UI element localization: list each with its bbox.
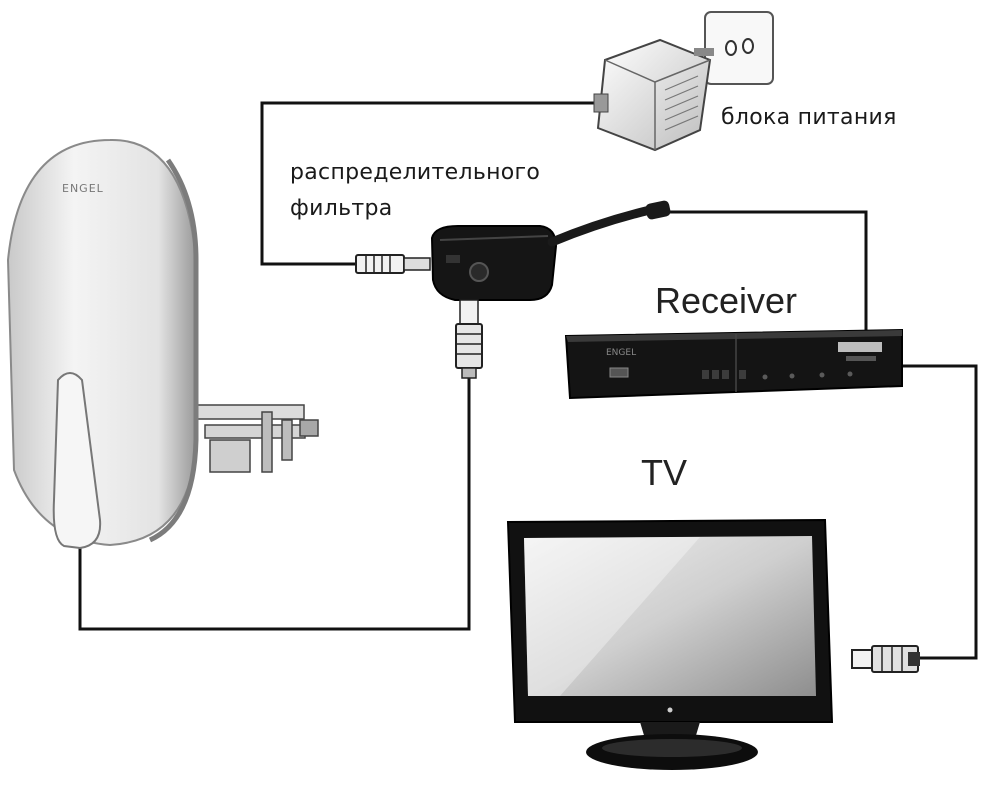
tv-power-led <box>667 707 673 713</box>
receiver-label: Receiver <box>655 280 798 321</box>
socket-hole-left <box>725 40 737 56</box>
adapter-prongs <box>694 48 714 56</box>
cable-power-to-filter <box>260 101 595 266</box>
power-supply-unit <box>593 11 774 152</box>
filter-port <box>469 262 489 282</box>
adapter-cable-out <box>593 93 609 113</box>
tv-input-plug <box>851 645 920 673</box>
filter-label-line1: распределительного <box>290 160 541 185</box>
cables <box>78 101 978 660</box>
filter-bottom-connector <box>455 299 483 379</box>
filter-tail-plug <box>645 200 671 220</box>
tv-device <box>506 518 834 770</box>
receiver-buttons <box>762 371 853 380</box>
antenna-mount-bracket <box>195 404 319 473</box>
tv-label: TV <box>641 452 688 493</box>
antenna-logo: ENGEL <box>62 182 104 195</box>
receiver-badge <box>838 342 882 352</box>
antenna-foot <box>52 372 102 550</box>
cable-receiver-to-tv <box>903 364 978 660</box>
power-supply-label: блока питания <box>721 105 897 130</box>
filter-input-connector <box>355 254 431 274</box>
tv-screen <box>524 536 816 696</box>
receiver-usb-port <box>609 367 629 378</box>
filter-body <box>430 225 558 301</box>
distribution-filter <box>355 200 671 379</box>
adapter-ribs <box>664 75 699 131</box>
receiver-display <box>702 370 746 379</box>
socket-hole-right <box>742 38 754 54</box>
adapter-body <box>596 38 712 152</box>
receiver-device: ENGEL <box>564 328 903 400</box>
antenna: ENGEL <box>6 138 319 550</box>
cable-antenna-to-filter <box>78 376 471 631</box>
antenna-panel <box>6 138 197 547</box>
filter-label-line2: фильтра <box>290 196 393 221</box>
receiver-logo: ENGEL <box>606 348 636 358</box>
wall-socket <box>704 11 774 85</box>
cable-filter-to-receiver <box>668 210 868 330</box>
filter-tail-cable <box>547 205 655 247</box>
